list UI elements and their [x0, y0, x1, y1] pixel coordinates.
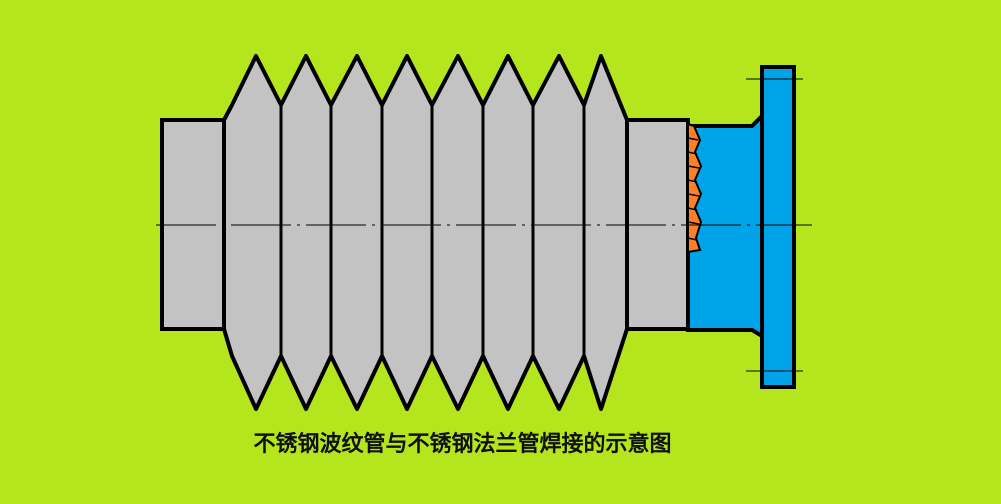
weld-bead	[687, 122, 703, 254]
bellows-convolution-lines	[279, 105, 586, 356]
bellows-body	[222, 54, 629, 411]
diagram-caption: 不锈钢波纹管与不锈钢法兰管焊接的示意图	[253, 432, 672, 457]
weld-ripple-lines	[687, 137, 700, 241]
flange-plate	[760, 65, 796, 389]
